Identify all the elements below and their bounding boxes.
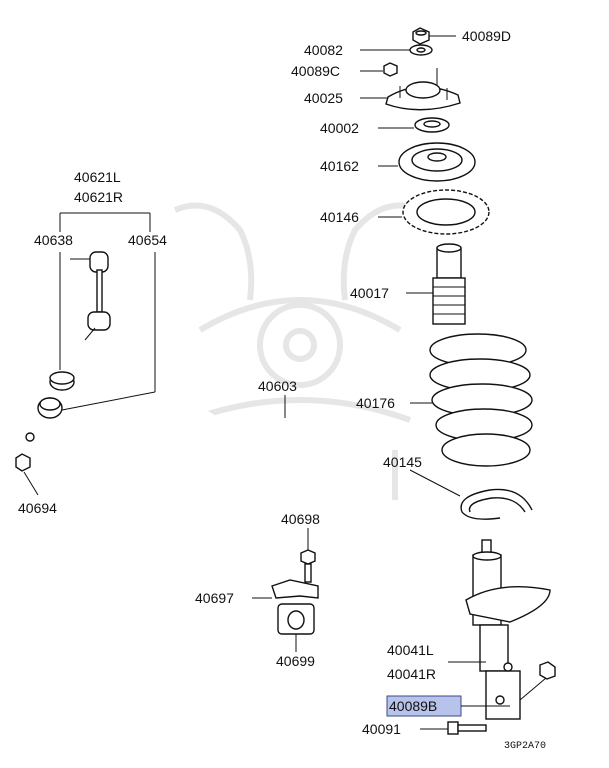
label-40091[interactable]: 40091 [362,721,401,737]
part-40089d-nut [412,27,430,45]
label-40089b[interactable]: 40089B [389,698,437,714]
label-40162[interactable]: 40162 [320,158,359,174]
label-40145[interactable]: 40145 [383,454,422,470]
part-40146-insulator [402,189,490,235]
label-40654[interactable]: 40654 [128,232,167,248]
part-40603-stabilizer-bar [25,404,448,641]
label-40089d[interactable]: 40089D [462,28,511,44]
label-40082[interactable]: 40082 [304,42,343,58]
part-40162-spring-seat [398,142,476,182]
label-40041r[interactable]: 40041R [387,666,436,682]
label-40603[interactable]: 40603 [258,378,297,394]
part-40176-coil-spring [429,333,533,467]
part-40698-bolt [300,549,316,583]
part-40654-bushing [37,397,63,419]
part-40017-dust-boot [432,243,466,325]
label-40698[interactable]: 40698 [281,511,320,527]
part-40089b-nut [539,661,556,680]
label-40694[interactable]: 40694 [18,500,57,516]
part-40697-bracket [271,579,319,599]
label-40176[interactable]: 40176 [356,395,395,411]
label-40089c[interactable]: 40089C [291,63,340,79]
label-40621r[interactable]: 40621R [74,189,123,205]
part-40145-lower-insulator [460,488,533,520]
label-40002[interactable]: 40002 [320,120,359,136]
part-40638-bushing [49,371,75,391]
part-40041-strut [465,539,551,720]
part-40694-nut [15,453,31,472]
label-40041l[interactable]: 40041L [387,642,434,658]
part-40002-bearing [414,117,450,133]
part-40699-bushing [277,603,315,635]
part-40621-stabilizer-link [70,251,111,341]
label-40699[interactable]: 40699 [276,653,315,669]
diagram-code: 3GP2A70 [504,741,546,752]
part-40089c-nut [383,62,398,77]
label-40017[interactable]: 40017 [350,285,389,301]
label-40697[interactable]: 40697 [195,590,234,606]
part-40082-washer [409,44,433,56]
label-40638[interactable]: 40638 [34,232,73,248]
label-40621l[interactable]: 40621L [74,169,121,185]
label-40146[interactable]: 40146 [320,209,359,225]
part-40025-strut-mount [385,68,461,111]
part-40091-bolt [447,721,487,735]
label-40025[interactable]: 40025 [304,90,343,106]
